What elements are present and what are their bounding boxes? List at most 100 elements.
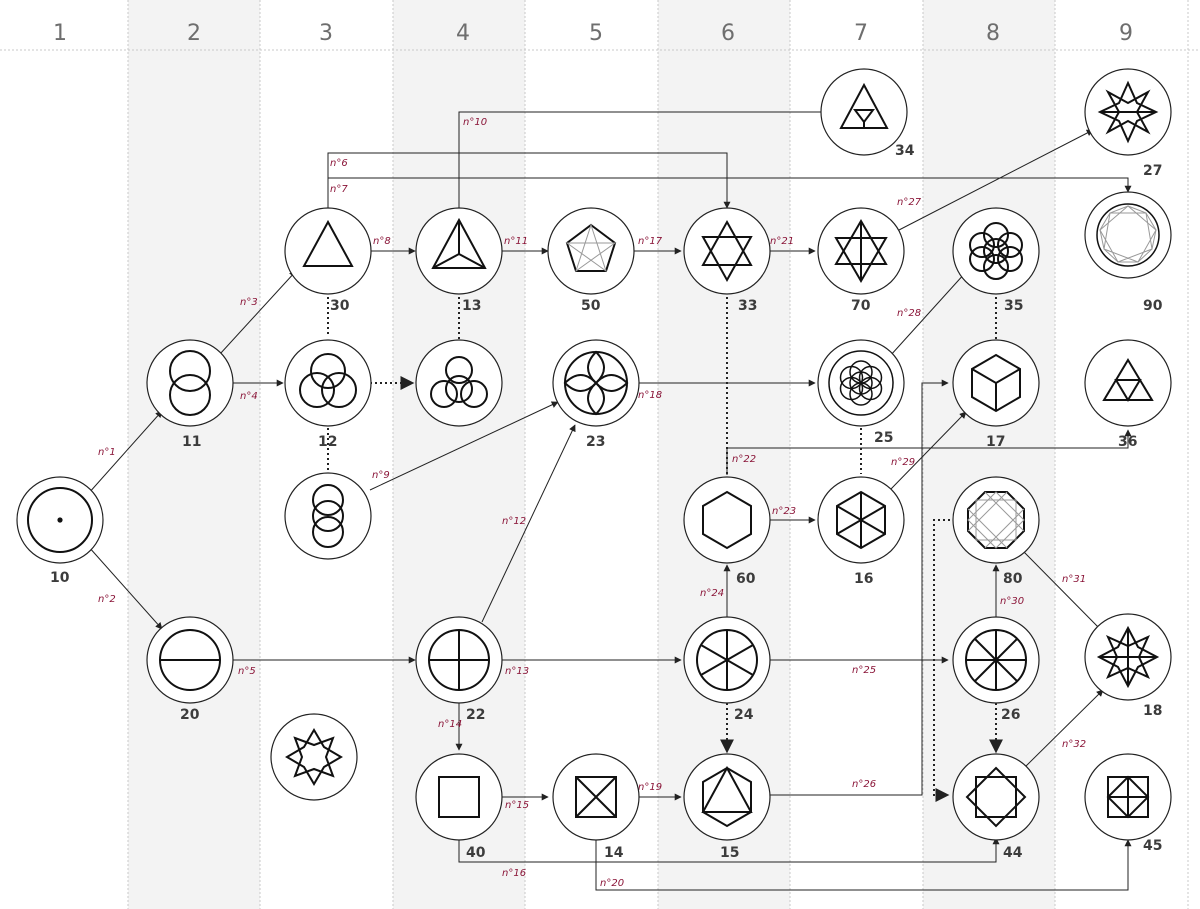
- node-label-12: 12: [318, 434, 337, 450]
- node-26[interactable]: 26: [952, 616, 1040, 723]
- pentagon-icon: [565, 223, 617, 273]
- node-60[interactable]: 60: [683, 476, 771, 587]
- node-15[interactable]: 15: [683, 753, 771, 861]
- node-circle-cluster[interactable]: [415, 339, 503, 427]
- edge-label-18: n°18: [638, 390, 662, 401]
- edge-label-20: n°20: [600, 878, 624, 889]
- node-14[interactable]: 14: [552, 753, 640, 861]
- tetrahedron-icon: [431, 217, 487, 269]
- edge-label-21: n°21: [770, 236, 794, 247]
- node-label-18: 18: [1143, 703, 1162, 719]
- eight-spoke-wheel-icon: [965, 629, 1027, 691]
- node-45[interactable]: 45: [1084, 753, 1172, 854]
- node-90[interactable]: 90: [1084, 191, 1172, 314]
- node-25[interactable]: 25: [817, 339, 905, 446]
- circle-diameter-icon: [159, 629, 221, 691]
- node-label-26: 26: [1001, 707, 1020, 723]
- dotted-connectors: [327, 297, 1003, 802]
- column-number-1: 1: [53, 21, 67, 46]
- column-number-4: 4: [456, 21, 470, 46]
- edge-label-29: n°29: [891, 457, 915, 468]
- circle-cluster-icon: [430, 356, 488, 408]
- node-30[interactable]: 30: [284, 207, 372, 314]
- column-number-2: 2: [187, 21, 201, 46]
- node-13[interactable]: 13: [415, 207, 503, 314]
- edge-label-19: n°19: [638, 782, 662, 793]
- square-icon: [438, 776, 480, 818]
- node-label-34: 34: [895, 143, 915, 159]
- node-35[interactable]: 35: [952, 207, 1040, 314]
- node-80[interactable]: 80: [952, 476, 1040, 587]
- flower-petals-icon: [563, 350, 629, 416]
- node-44[interactable]: 44: [952, 753, 1040, 861]
- node-20[interactable]: 20: [146, 616, 234, 723]
- flower-of-life-icon: [828, 350, 894, 416]
- node-22[interactable]: 22: [415, 616, 503, 723]
- edge-7: [327, 177, 1132, 211]
- node-label-11: 11: [182, 434, 201, 450]
- node-36[interactable]: 36: [1084, 339, 1172, 450]
- node-label-13: 13: [462, 298, 481, 314]
- node-24[interactable]: 24: [683, 616, 771, 723]
- triangle-icon: [302, 219, 354, 267]
- edge-label-2: n°2: [98, 594, 116, 605]
- column-header: 1 2 3 4 5 6 7 8 9: [53, 21, 1133, 46]
- hexagon-icon: [702, 490, 752, 550]
- node-triple-vesica[interactable]: [284, 472, 372, 560]
- edge-label-6: n°6: [330, 158, 348, 169]
- square-diamond-icon: [1106, 775, 1150, 819]
- node-70[interactable]: 70: [817, 207, 905, 314]
- edge-label-14: n°14: [438, 719, 462, 730]
- edges: [87, 111, 1132, 891]
- circle-with-dot-icon: [27, 487, 93, 553]
- node-label-24: 24: [734, 707, 754, 723]
- edge-12: [481, 424, 576, 623]
- edge-9: [369, 401, 559, 491]
- edge-label-17: n°17: [638, 236, 663, 247]
- node-label-23: 23: [586, 434, 605, 450]
- edge-label-23: n°23: [772, 506, 796, 517]
- edge-label-16: n°16: [502, 868, 526, 879]
- edge-label-12: n°12: [502, 516, 526, 527]
- edge-label-8: n°8: [373, 236, 391, 247]
- edge-label-30: n°30: [1000, 596, 1024, 607]
- node-17[interactable]: 17: [952, 339, 1040, 450]
- edge-29: [889, 411, 967, 491]
- node-27[interactable]: 27: [1084, 68, 1172, 179]
- column-number-8: 8: [986, 21, 1000, 46]
- merkaba-star-icon: [1097, 80, 1159, 144]
- node-label-27: 27: [1143, 163, 1162, 179]
- node-label-16: 16: [854, 571, 873, 587]
- node-18[interactable]: 18: [1084, 613, 1172, 719]
- node-label-10: 10: [50, 570, 70, 586]
- octagram-icon: [285, 728, 343, 786]
- three-circles-icon: [299, 353, 357, 408]
- node-label-44: 44: [1003, 845, 1023, 861]
- edge-label-7: n°7: [330, 184, 348, 195]
- octahedron-icon: [701, 765, 753, 828]
- column-number-3: 3: [319, 21, 333, 46]
- node-octagram[interactable]: [270, 713, 358, 801]
- edge-16: [458, 837, 1000, 863]
- edge-3: [219, 270, 297, 355]
- node-50[interactable]: 50: [547, 207, 635, 314]
- node-10[interactable]: 10: [16, 476, 104, 586]
- node-label-22: 22: [466, 707, 485, 723]
- node-40[interactable]: 40: [415, 753, 503, 861]
- node-label-35: 35: [1004, 298, 1023, 314]
- node-33[interactable]: 33: [683, 207, 771, 314]
- edge-2: [87, 545, 163, 630]
- node-12[interactable]: 12: [284, 339, 372, 450]
- node-16[interactable]: 16: [817, 476, 905, 587]
- node-11[interactable]: 11: [146, 339, 234, 450]
- node-23[interactable]: 23: [552, 339, 640, 450]
- node-34[interactable]: 34: [820, 68, 915, 159]
- edge-28: [889, 271, 967, 357]
- edge-32: [1023, 689, 1104, 769]
- node-label-17: 17: [986, 434, 1005, 450]
- node-label-14: 14: [604, 845, 624, 861]
- enneagon-icon: [1096, 203, 1160, 267]
- triforce-icon: [1102, 358, 1154, 402]
- node-label-70: 70: [851, 298, 871, 314]
